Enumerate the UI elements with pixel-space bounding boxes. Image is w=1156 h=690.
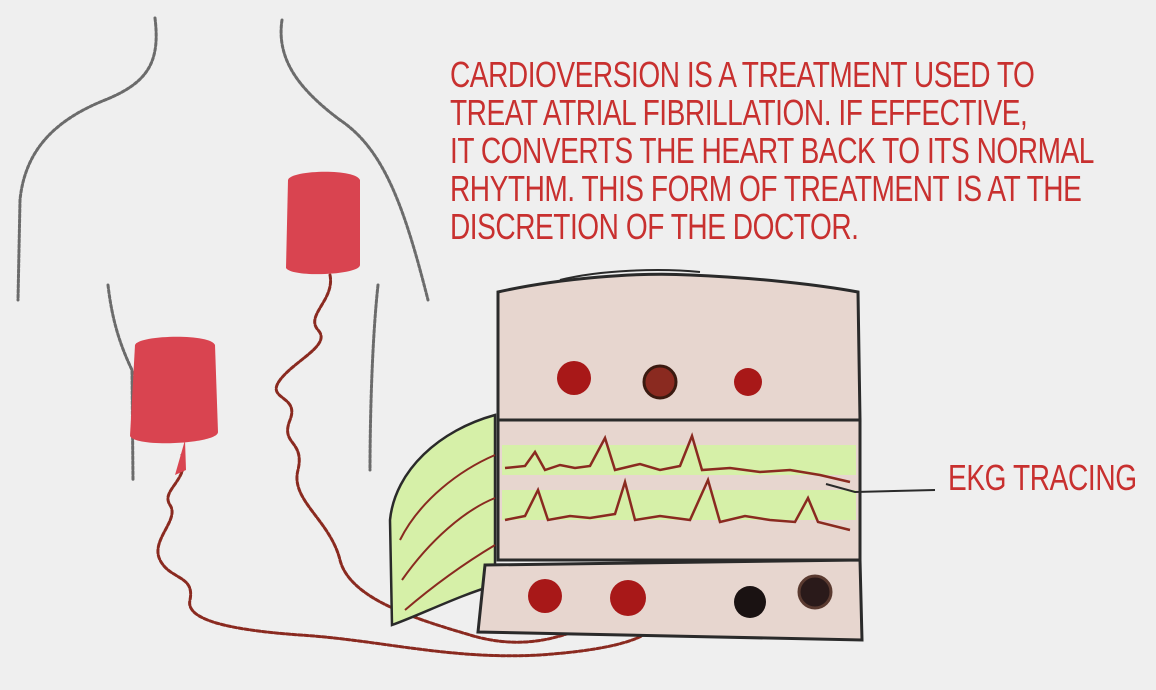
knob-top-1 [557, 361, 591, 395]
ekg-tracing-label: EKG TRACING [948, 458, 1137, 498]
patient-torso-outline [18, 18, 428, 480]
knob-bottom-black-1 [734, 586, 766, 618]
upper-electrode-pad [286, 172, 360, 274]
lower-electrode-pad [130, 337, 218, 444]
knob-bottom-red-2 [610, 580, 646, 616]
caption-line: RHYTHM. THIS FORM OF TREATMENT IS AT THE [450, 170, 1001, 208]
left-arm-line [108, 285, 133, 480]
machine-top-section [498, 274, 860, 420]
electrode-pad-icon [130, 172, 360, 475]
caption-text: CARDIOVERSION IS A TREATMENT USED TO TRE… [450, 56, 1001, 246]
knob-bottom-red-1 [528, 579, 562, 613]
knob-top-3 [734, 368, 762, 396]
knob-bottom-black-2 [799, 576, 831, 608]
knob-top-2 [644, 366, 676, 398]
caption-line: IT CONVERTS THE HEART BACK TO ITS NORMAL [450, 132, 1001, 170]
machine-side-panel [390, 415, 495, 625]
caption-line: TREAT ATRIAL FIBRILLATION. IF EFFECTIVE, [450, 94, 1001, 132]
cardioversion-machine-icon [390, 270, 862, 640]
caption-line: CARDIOVERSION IS A TREATMENT USED TO [450, 56, 1001, 94]
right-arm-line [370, 285, 378, 470]
caption-line: DISCRETION OF THE DOCTOR. [450, 208, 1001, 246]
left-neck-shoulder-line [18, 18, 156, 300]
